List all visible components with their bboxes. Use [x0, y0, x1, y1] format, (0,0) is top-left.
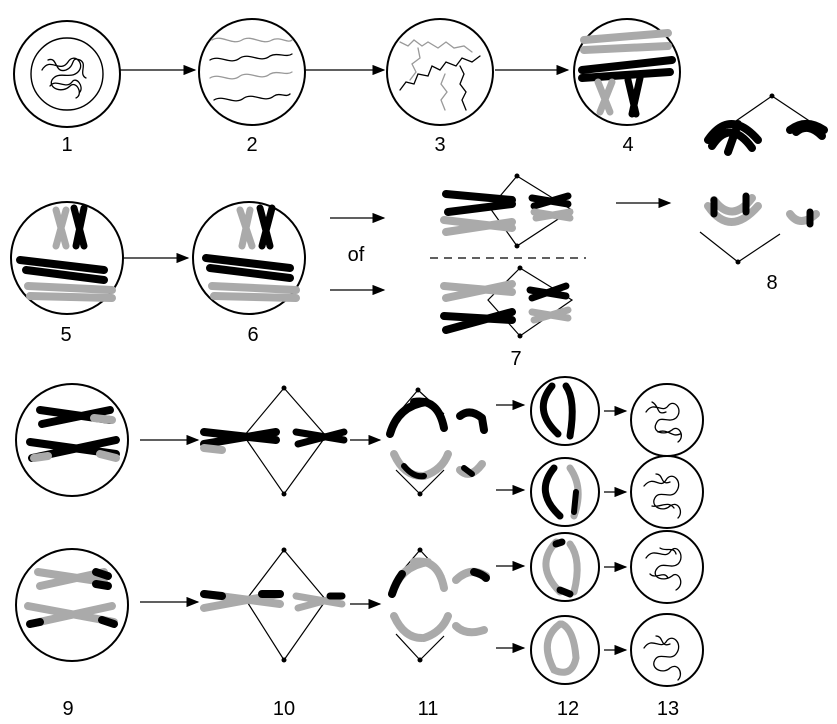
cell-5	[11, 202, 123, 314]
cell-13b	[631, 456, 703, 528]
label-8: 8	[752, 272, 792, 295]
label-4: 4	[608, 134, 648, 157]
label-6: 6	[233, 324, 273, 347]
cell-12b	[531, 458, 599, 526]
cell-13a	[631, 384, 703, 456]
label-9: 9	[48, 698, 88, 721]
or-label: of	[336, 244, 376, 267]
label-7: 7	[496, 348, 536, 371]
cell-12c	[531, 533, 599, 601]
cell-4	[574, 19, 680, 125]
anaphase-11b	[392, 548, 486, 663]
cell-9-dark	[16, 384, 128, 496]
label-10: 10	[264, 698, 304, 721]
cell-13d	[631, 614, 703, 686]
label-11: 11	[408, 698, 448, 721]
cell-1	[14, 21, 120, 127]
metaphase-10a	[204, 386, 344, 497]
label-12: 12	[548, 698, 588, 721]
cell-6	[193, 202, 305, 314]
cell-3	[387, 19, 493, 125]
label-3: 3	[420, 134, 460, 157]
label-1: 1	[47, 134, 87, 157]
label-2: 2	[232, 134, 272, 157]
metaphase-7b	[444, 266, 572, 339]
metaphase-10b	[204, 548, 342, 663]
metaphase-7a	[444, 174, 572, 249]
cell-12a	[531, 377, 599, 445]
label-5: 5	[46, 324, 86, 347]
cell-13c	[631, 531, 703, 603]
anaphase-8	[700, 94, 826, 265]
cell-12d	[531, 616, 599, 684]
label-13: 13	[648, 698, 688, 721]
anaphase-11a	[390, 388, 484, 497]
cell-9-light	[16, 549, 128, 661]
cell-2	[199, 19, 305, 125]
